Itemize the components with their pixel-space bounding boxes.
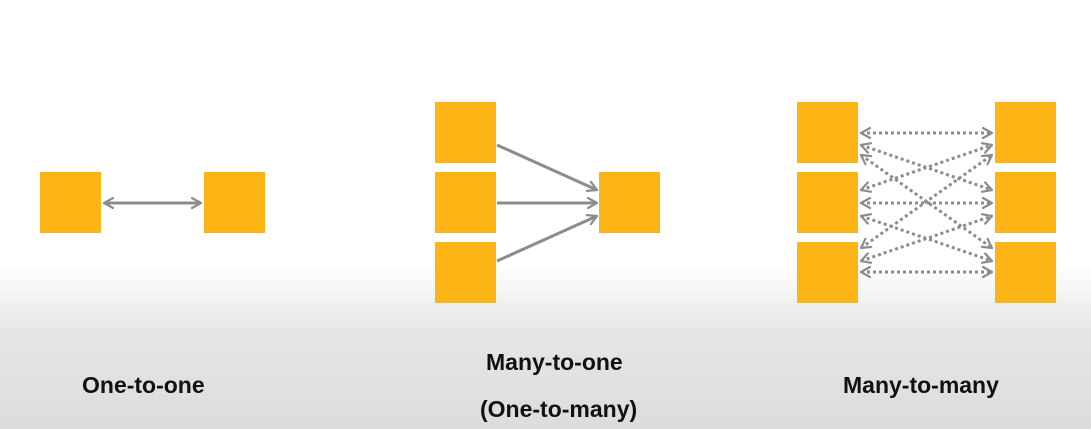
arrow-bottom xyxy=(496,216,597,263)
left-entity-box-2 xyxy=(797,172,858,233)
left-entity-box-1 xyxy=(797,102,858,163)
one-to-many-subcaption: (One-to-many) xyxy=(480,396,638,422)
right-entity-box-2 xyxy=(995,172,1056,233)
source-entity-box-3 xyxy=(435,242,496,303)
dotted-arrow-2-1 xyxy=(861,145,992,190)
right-entity-box-3 xyxy=(995,242,1056,303)
dotted-arrow-3-2 xyxy=(861,216,992,261)
arrow-top xyxy=(496,143,597,190)
source-entity-box-2 xyxy=(435,172,496,233)
right-entity-box xyxy=(204,172,265,233)
left-entity-box-3 xyxy=(797,242,858,303)
source-entity-box-1 xyxy=(435,102,496,163)
many-to-one-caption: Many-to-one xyxy=(486,349,623,375)
many-to-many-diagram xyxy=(797,102,1056,303)
one-to-one-caption: One-to-one xyxy=(82,372,205,398)
many-to-one-diagram xyxy=(435,102,660,303)
left-entity-box xyxy=(40,172,101,233)
many-to-many-caption: Many-to-many xyxy=(843,372,999,398)
target-entity-box xyxy=(599,172,660,233)
right-entity-box-1 xyxy=(995,102,1056,163)
one-to-one-diagram xyxy=(40,172,265,233)
